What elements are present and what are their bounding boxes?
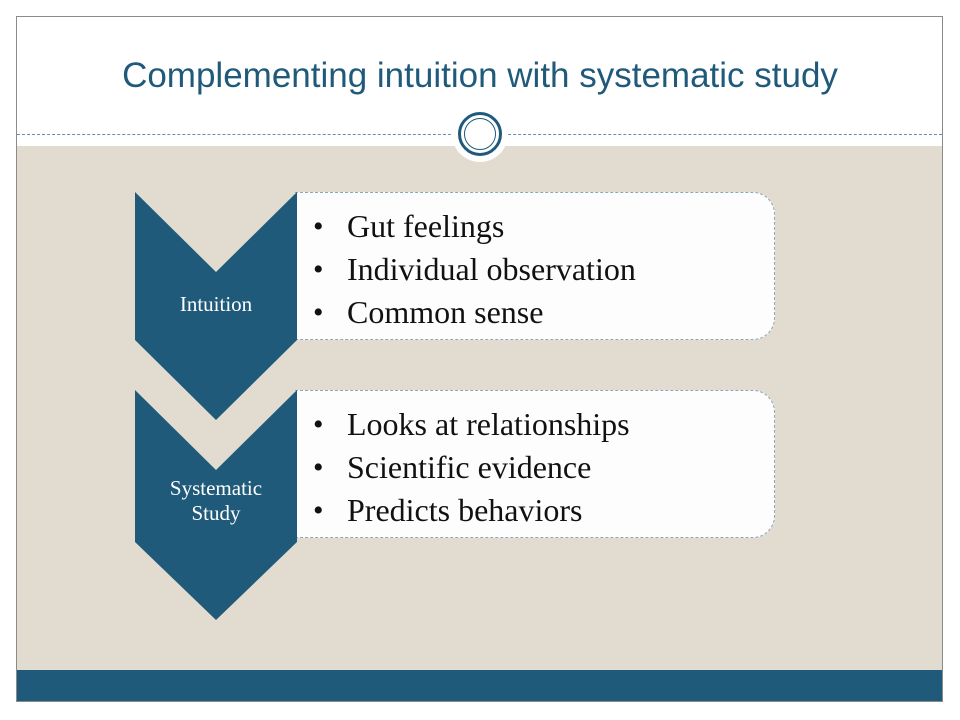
list-item-text: Gut feelings	[347, 208, 505, 244]
list-item: • Individual observation	[307, 248, 636, 291]
bullet-icon: •	[313, 494, 324, 527]
bullet-icon: •	[313, 253, 324, 286]
list-item-text: Scientific evidence	[347, 449, 592, 485]
bullet-icon: •	[313, 296, 324, 329]
list-item: • Looks at relationships	[307, 403, 630, 446]
list-item-text: Looks at relationships	[347, 406, 630, 442]
systematic-study-item-list: • Looks at relationships • Scientific evid…	[307, 403, 630, 532]
slide-title: Complementing intuition with systematic …	[122, 56, 838, 95]
intuition-items-box: • Gut feelings • Individual observation • C…	[295, 192, 775, 340]
list-item: • Common sense	[307, 291, 636, 334]
list-item-text: Common sense	[347, 294, 544, 330]
list-item: • Gut feelings	[307, 205, 636, 248]
bullet-icon: •	[313, 210, 324, 243]
bullet-icon: •	[313, 451, 324, 484]
chevron-shape-icon	[135, 192, 297, 420]
list-item: • Scientific evidence	[307, 446, 630, 489]
intuition-item-list: • Gut feelings • Individual observation • C…	[307, 205, 636, 334]
systematic-study-items-box: • Looks at relationships • Scientific evid…	[295, 390, 775, 538]
intuition-chevron: Intuition	[135, 192, 297, 420]
list-item-text: Predicts behaviors	[347, 492, 583, 528]
intuition-label: Intuition	[179, 292, 253, 316]
systematic-study-label: Systematic Study	[169, 476, 263, 525]
ornament-ring	[458, 112, 502, 156]
list-item: • Predicts behaviors	[307, 489, 630, 532]
chevron-shape-icon	[135, 390, 297, 620]
systematic-study-chevron: Systematic Study	[135, 390, 297, 620]
list-item-text: Individual observation	[347, 251, 636, 287]
slide-frame	[16, 16, 943, 702]
footer-bar	[17, 670, 942, 702]
ornament-inner-ring	[464, 118, 496, 150]
bullet-icon: •	[313, 408, 324, 441]
circle-ornament-icon	[452, 106, 508, 162]
